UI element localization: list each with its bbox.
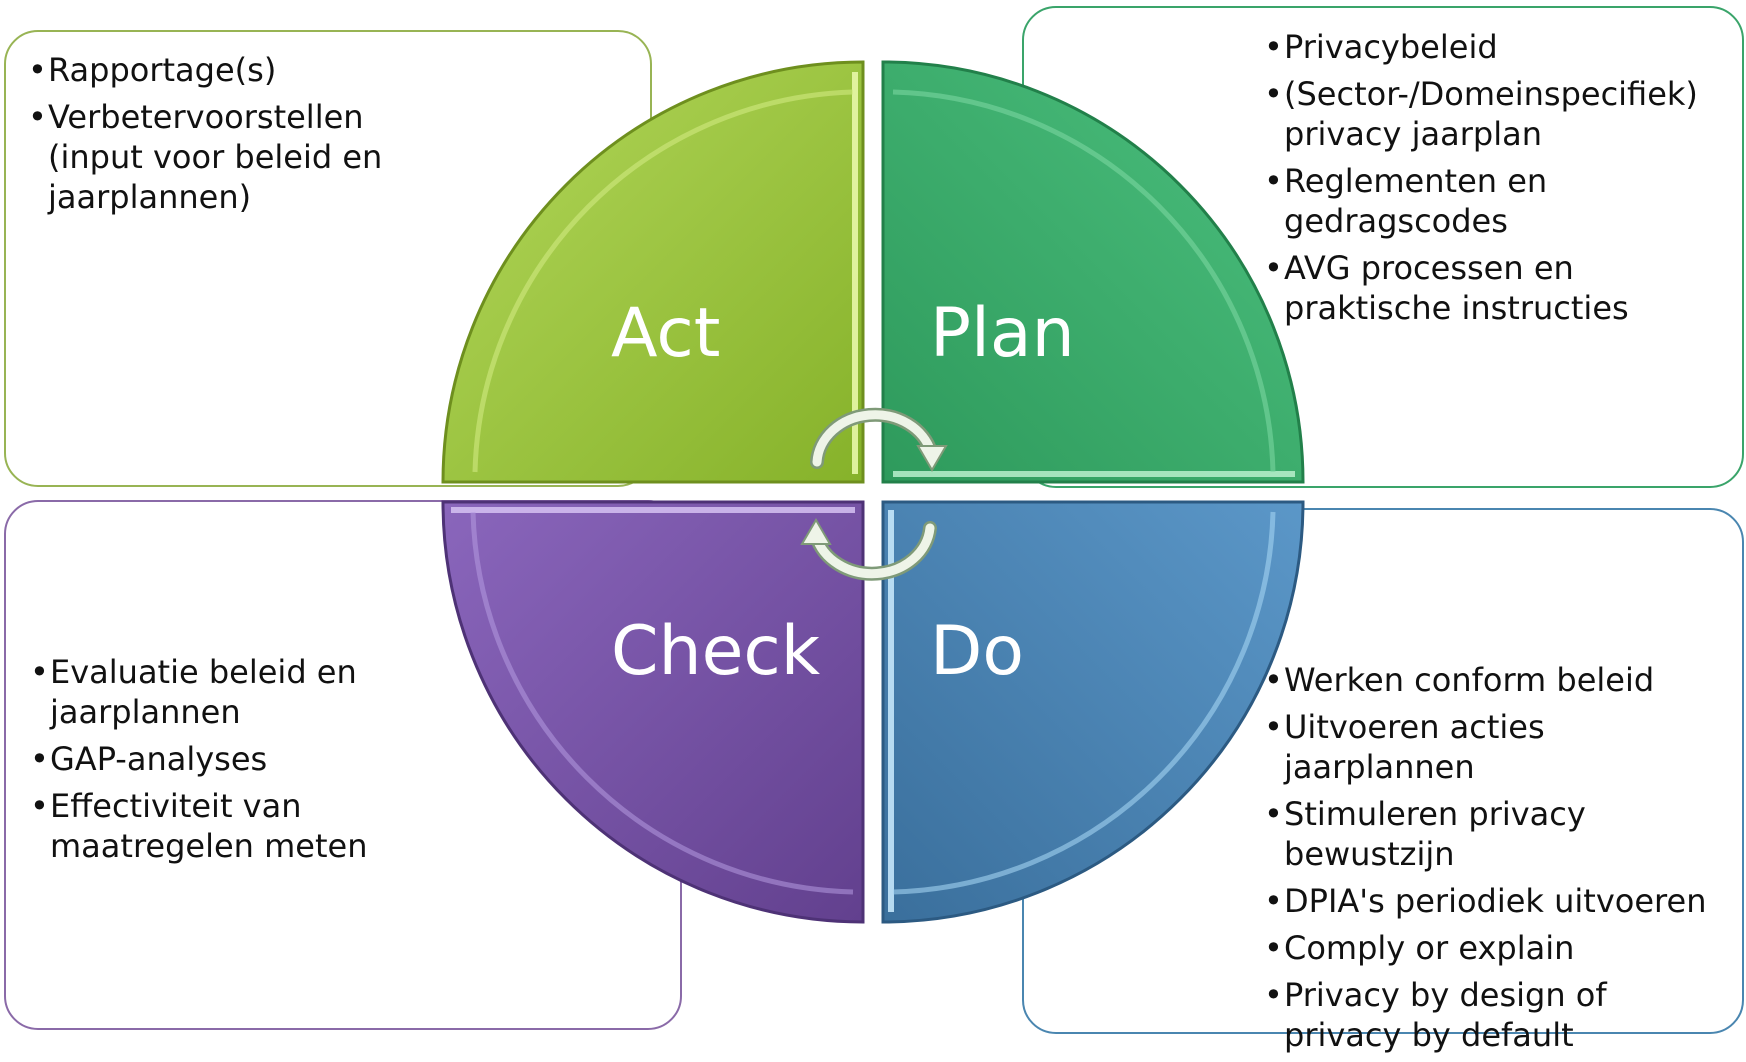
check-bevel [470, 511, 854, 895]
act-item: Verbetervoorstellen (input voor beleid e… [28, 97, 418, 217]
circular-arrows-icon [800, 407, 948, 581]
plan-list: Privacybeleid (Sector-/Domeinspecifiek) … [1264, 27, 1734, 335]
do-item: Werken conform beleid [1264, 660, 1734, 700]
check-item: Effectiviteit van maatregelen meten [30, 786, 420, 866]
plan-item: Privacybeleid [1264, 27, 1734, 67]
do-label: Do [930, 612, 1024, 691]
plan-label: Plan [930, 294, 1075, 373]
plan-item: (Sector-/Domeinspecifiek) privacy jaarpl… [1264, 74, 1734, 154]
do-bevel [892, 511, 1276, 895]
plan-item: Reglementen en gedragscodes [1264, 161, 1734, 241]
check-item: Evaluatie beleid en jaarplannen [30, 652, 420, 732]
plan-quadrant [881, 60, 1305, 484]
do-item: Uitvoeren acties jaarplannen [1264, 707, 1734, 787]
do-quadrant [881, 500, 1305, 924]
plan-item: AVG processen en praktische instructies [1264, 248, 1734, 328]
check-list: Evaluatie beleid en jaarplannen GAP-anal… [30, 652, 420, 873]
do-item: Stimuleren privacy bewustzijn [1264, 794, 1734, 874]
do-item: Comply or explain [1264, 928, 1734, 968]
do-item: DPIA's periodiek uitvoeren [1264, 881, 1734, 921]
act-list: Rapportage(s) Verbetervoorstellen (input… [28, 50, 418, 224]
act-item: Rapportage(s) [28, 50, 418, 90]
check-quadrant [441, 500, 865, 924]
do-list: Werken conform beleid Uitvoeren acties j… [1264, 660, 1734, 1062]
plan-bevel [892, 89, 1276, 473]
act-label: Act [611, 294, 720, 373]
check-item: GAP-analyses [30, 739, 420, 779]
act-quadrant [441, 60, 865, 484]
check-label: Check [611, 612, 821, 691]
act-bevel [472, 89, 854, 473]
